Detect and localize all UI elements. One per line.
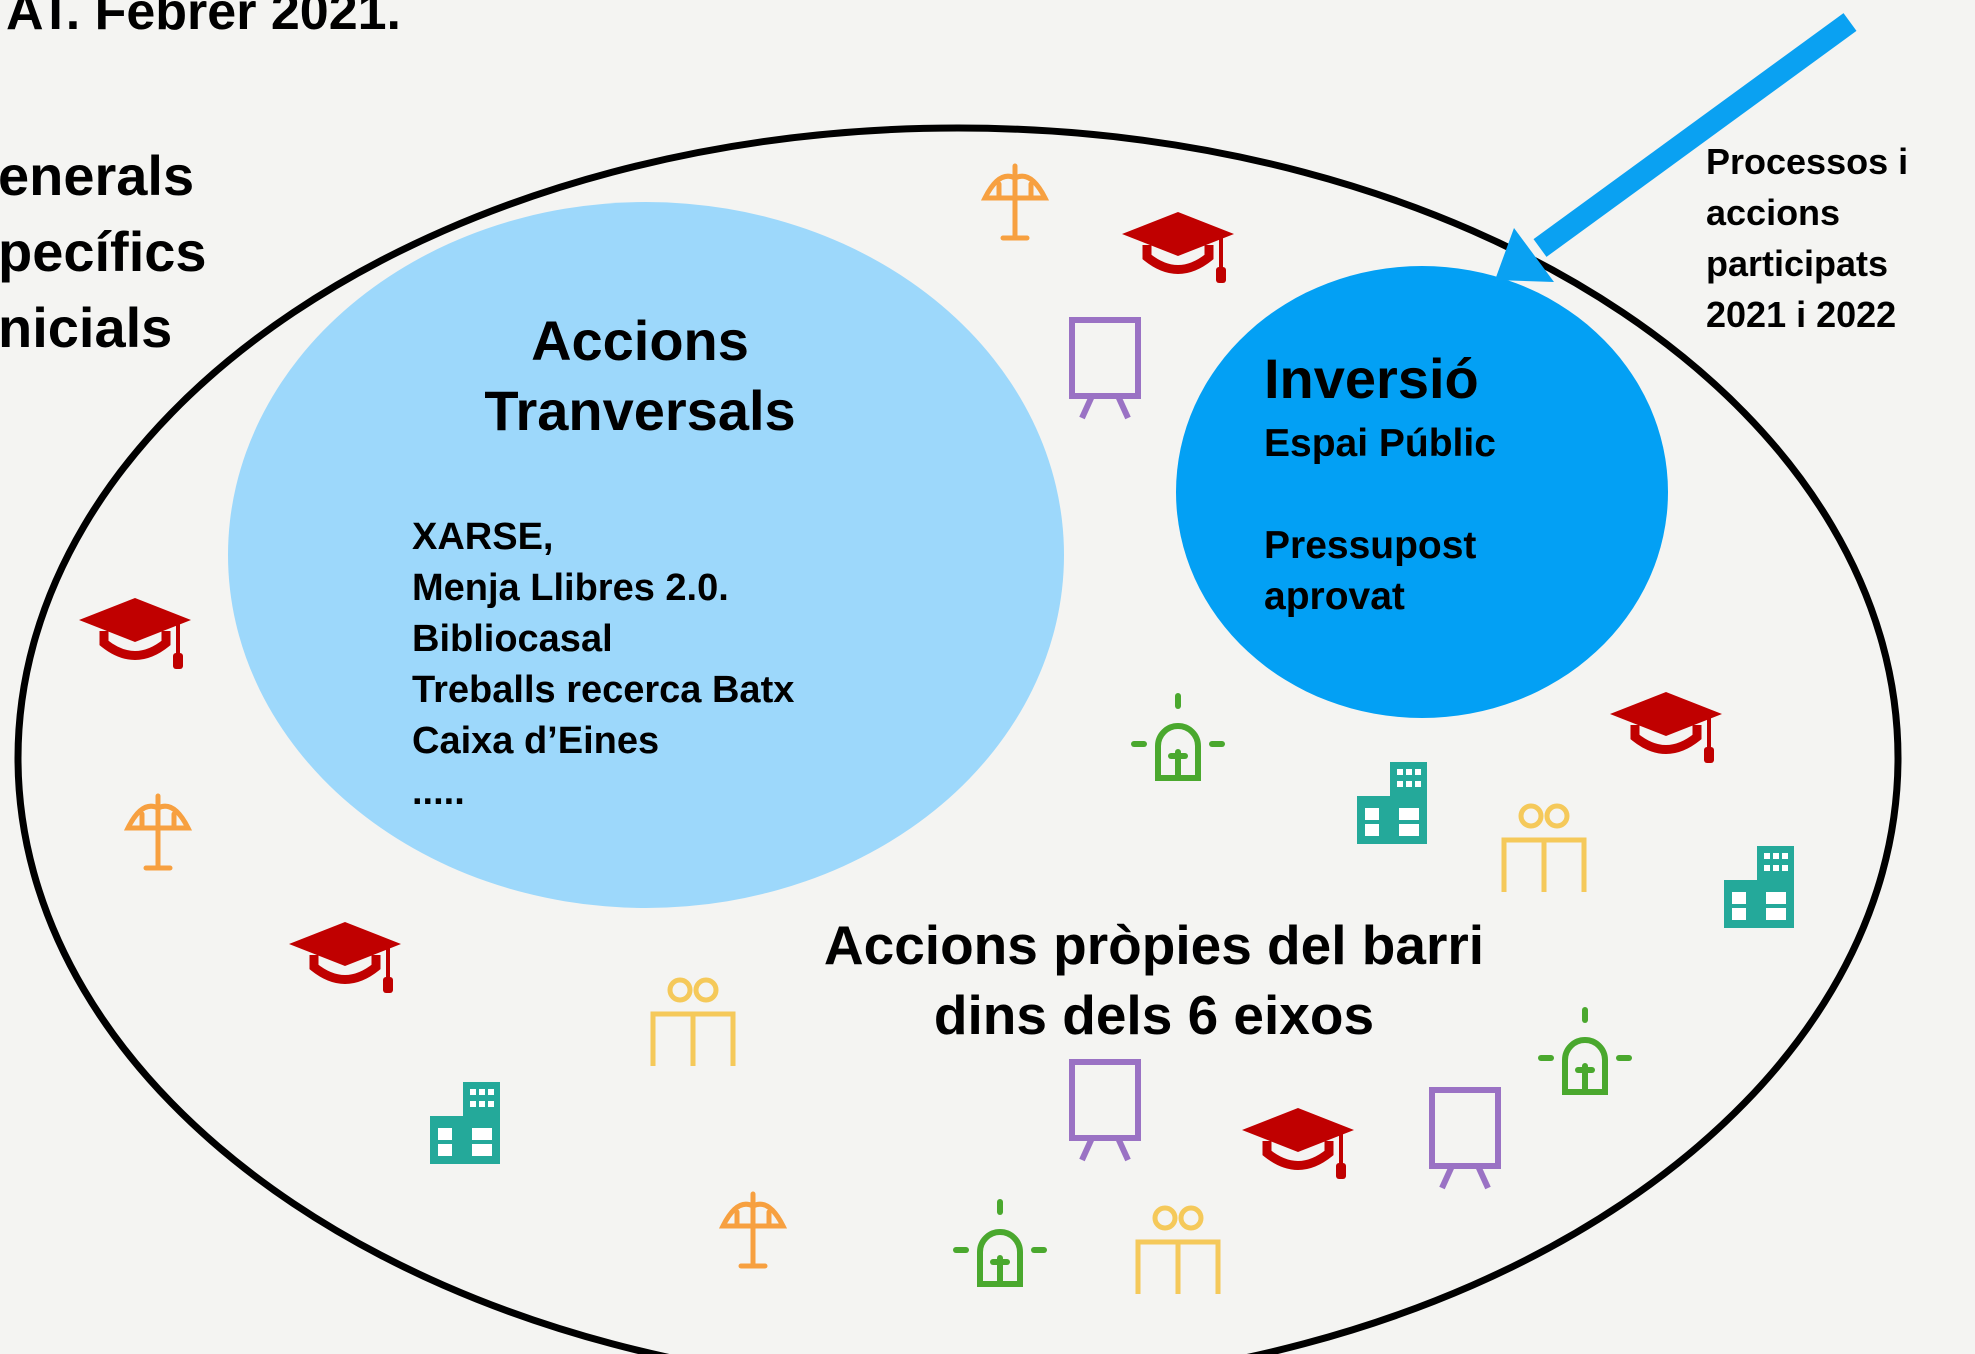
lightbulb-icon	[1134, 696, 1222, 778]
barri-label: Accions pròpies del barri dins dels 6 ei…	[780, 910, 1528, 1050]
transversal-title-line: Tranversals	[484, 379, 796, 442]
office-building-icon	[430, 1082, 500, 1164]
graduation-cap-icon	[79, 598, 191, 669]
list-item: Caixa d’Eines	[412, 720, 660, 762]
list-item: XARSE,	[412, 516, 554, 558]
general-objectives-list: enerals pecífics nicials	[0, 138, 207, 366]
list-item: pecífics	[0, 220, 207, 283]
presentation-board-icon	[1072, 1062, 1138, 1160]
outer-ellipse	[14, 124, 1902, 1354]
list-item: nicials	[0, 296, 173, 359]
people-icon	[1504, 806, 1584, 892]
transversal-title: Accions Tranversals	[388, 306, 892, 446]
list-item: Bibliocasal	[412, 618, 613, 660]
inversio-line	[1264, 469, 1496, 520]
side-note-line: 2021 i 2022	[1706, 294, 1897, 335]
lightbulb-icon	[956, 1202, 1044, 1284]
presentation-board-icon	[1432, 1090, 1498, 1188]
barri-line: Accions pròpies del barri	[823, 914, 1485, 976]
presentation-board-icon	[1072, 320, 1138, 418]
arrow-icon	[1495, 13, 1857, 282]
inversio-line: Espai Públic	[1264, 422, 1496, 465]
graduation-cap-icon	[1242, 1108, 1354, 1179]
list-item: .....	[412, 771, 465, 813]
office-building-icon	[1357, 762, 1427, 844]
list-item: enerals	[0, 144, 195, 207]
graduation-cap-icon	[1122, 212, 1234, 283]
lightbulb-icon	[1541, 1010, 1629, 1092]
graduation-cap-icon	[289, 922, 401, 993]
side-note-line: participats	[1706, 243, 1889, 284]
transversal-title-line: Accions	[531, 309, 749, 372]
inversio-line: Pressupost	[1264, 524, 1477, 567]
inversio-details: Espai Públic Pressupost aprovat	[1264, 418, 1496, 622]
side-note: Processos i accions participats 2021 i 2…	[1706, 136, 1908, 340]
people-icon	[1138, 1208, 1218, 1294]
justice-scale-icon	[985, 166, 1045, 238]
list-item: Treballs recerca Batx	[412, 669, 795, 711]
transversal-ellipse	[228, 202, 1064, 908]
page-title: AT. Febrer 2021.	[6, 0, 402, 41]
list-item: Menja Llibres 2.0.	[412, 567, 729, 609]
inversio-line: aprovat	[1264, 575, 1405, 618]
transversal-items: XARSE, Menja Llibres 2.0. Bibliocasal Tr…	[412, 512, 794, 818]
side-note-line: Processos i	[1706, 141, 1909, 182]
side-note-line: accions	[1706, 192, 1841, 233]
inversio-title: Inversió	[1264, 347, 1479, 410]
people-icon	[653, 980, 733, 1066]
barri-line: dins dels 6 eixos	[933, 984, 1375, 1046]
office-building-icon	[1724, 846, 1794, 928]
justice-scale-icon	[128, 796, 188, 868]
justice-scale-icon	[723, 1194, 783, 1266]
graduation-cap-icon	[1610, 692, 1722, 763]
inversio-circle	[1176, 266, 1668, 718]
